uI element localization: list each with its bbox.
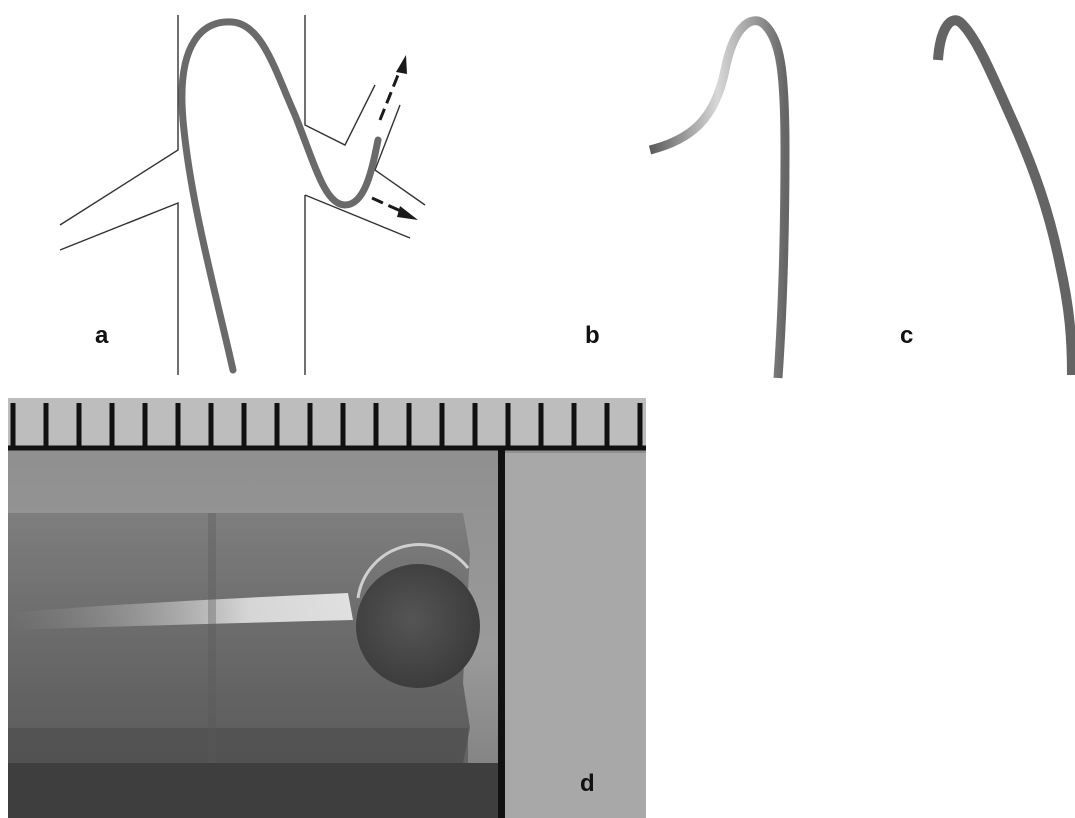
panel-c-catheter-shape: c [880, 0, 1075, 385]
panel-b-catheter-shape: b [630, 0, 830, 385]
tube-seam [208, 513, 216, 763]
panel-c-label: c [900, 322, 913, 350]
vessel-diagram [0, 0, 470, 380]
panel-d-label: d [580, 770, 595, 798]
panel-a-vessel-schematic: a [0, 0, 470, 380]
side-hole [356, 564, 480, 688]
photo-right-plate [503, 453, 646, 818]
vessel-walls [60, 15, 425, 375]
catheter-c [938, 20, 1072, 375]
catheter-photo [8, 398, 646, 818]
tube-shadow [8, 728, 468, 763]
arrow-down-right-icon [372, 198, 418, 220]
panel-a-label: a [95, 322, 108, 350]
catheter-b [650, 21, 785, 378]
catheter-path [182, 22, 378, 370]
ruler-divider [498, 448, 505, 818]
catheter-shape-b [630, 0, 830, 385]
arrow-up-right-icon [380, 55, 407, 120]
panel-d-photo: d [8, 398, 646, 818]
ruler-strip [8, 398, 646, 448]
photo-bottom [8, 763, 498, 818]
panel-b-label: b [585, 322, 600, 350]
